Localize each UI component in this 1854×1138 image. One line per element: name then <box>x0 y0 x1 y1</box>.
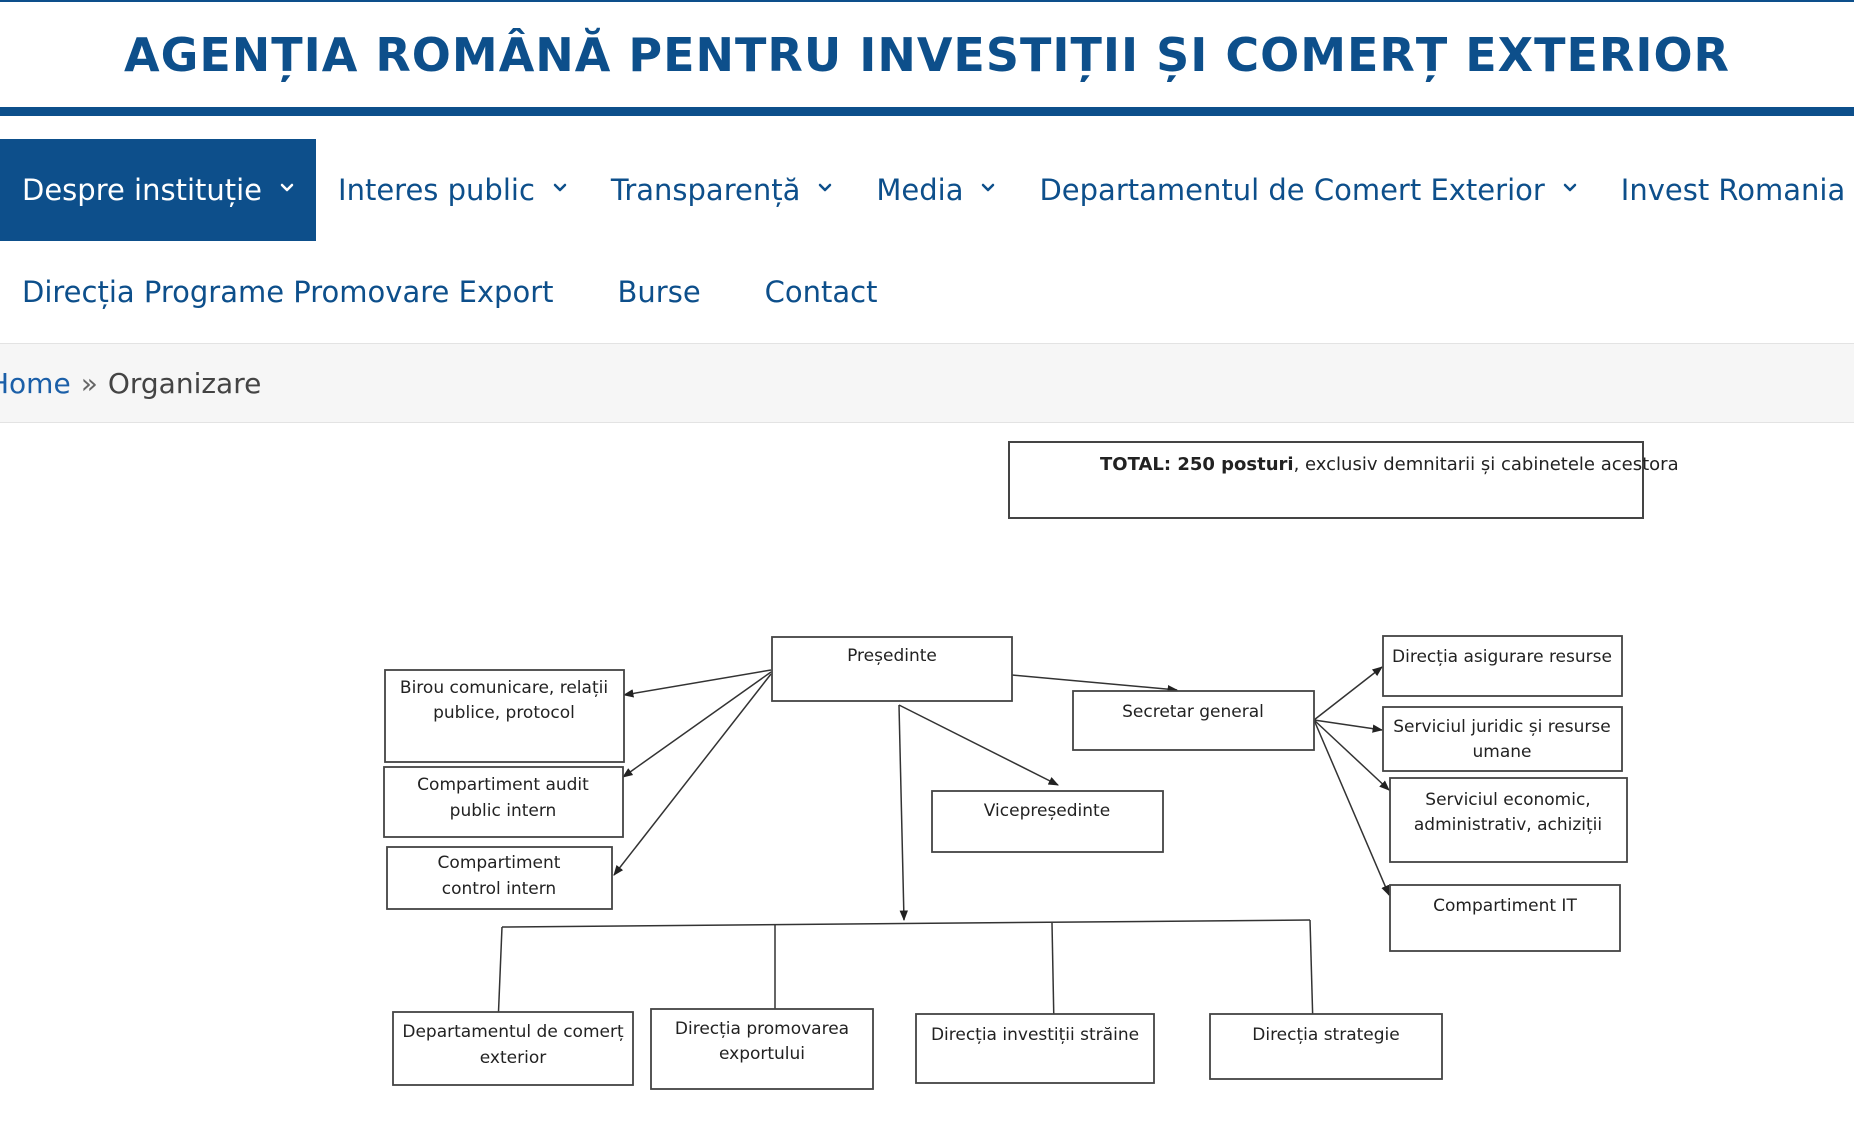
main-nav-row-2: Direcția Programe Promovare Export Burse… <box>0 241 900 343</box>
svg-text:TOTAL: 250 posturi, exclusiv d: TOTAL: 250 posturi, exclusiv demnitarii … <box>1100 454 1679 475</box>
nav-invest-romania-label: Invest Romania <box>1620 173 1846 207</box>
svg-text:umane: umane <box>1473 742 1532 762</box>
org-audit-box: Compartiment audit public intern <box>383 766 624 838</box>
chevron-down-icon <box>982 183 995 192</box>
svg-text:Vicepreședinte: Vicepreședinte <box>984 801 1110 821</box>
svg-text:Președinte: Președinte <box>847 646 937 666</box>
svg-text:exportului: exportului <box>719 1044 805 1064</box>
breadcrumb: Home » Organizare <box>0 343 1854 423</box>
svg-text:Compartiment audit: Compartiment audit <box>417 775 589 795</box>
nav-despre-institutie-label: Despre instituție <box>22 173 263 207</box>
nav-departamentul-comert-exterior-label: Departamentul de Comert Exterior <box>1039 173 1545 207</box>
svg-text:Direcția investiții străine: Direcția investiții străine <box>931 1025 1139 1045</box>
chevron-down-icon <box>819 183 832 192</box>
org-directia-strategie-box: Direcția strategie <box>1209 1013 1443 1080</box>
nav-transparenta[interactable]: Transparență <box>589 139 854 241</box>
org-compartiment-it-box: Compartiment IT <box>1389 884 1621 952</box>
nav-burse-label: Burse <box>617 275 701 309</box>
svg-text:Direcția asigurare resurse: Direcția asigurare resurse <box>1392 647 1612 667</box>
org-control-box: Compartiment control intern <box>386 846 613 910</box>
breadcrumb-home-link[interactable]: Home <box>0 366 71 400</box>
top-border <box>0 0 1854 2</box>
org-total-bold: TOTAL: 250 posturi <box>1100 454 1294 475</box>
org-directia-investitii-box: Direcția investiții străine <box>915 1013 1155 1084</box>
org-total-rest: , exclusiv demnitarii și cabinetele aces… <box>1294 454 1679 475</box>
svg-text:Birou comunicare, relații: Birou comunicare, relații <box>400 678 608 698</box>
title-rule <box>0 107 1854 116</box>
nav-media-label: Media <box>876 173 964 207</box>
svg-text:public intern: public intern <box>450 801 557 821</box>
svg-text:administrativ, achiziții: administrativ, achiziții <box>1414 815 1602 835</box>
svg-text:Compartiment IT: Compartiment IT <box>1433 896 1577 916</box>
nav-directia-programe-promovare-export[interactable]: Direcția Programe Promovare Export <box>0 241 576 343</box>
svg-text:Direcția promovarea: Direcția promovarea <box>675 1019 849 1039</box>
nav-burse[interactable]: Burse <box>576 241 743 343</box>
svg-text:Serviciul economic,: Serviciul economic, <box>1425 790 1590 810</box>
site-title[interactable]: AGENȚIA ROMÂNĂ PENTRU INVESTIȚII ȘI COME… <box>124 28 1730 82</box>
svg-text:exterior: exterior <box>480 1048 546 1068</box>
svg-text:Secretar general: Secretar general <box>1122 702 1264 722</box>
nav-despre-institutie[interactable]: Despre instituție <box>0 139 317 241</box>
svg-text:Departamentul de comerț: Departamentul de comerț <box>402 1022 624 1042</box>
svg-text:publice, protocol: publice, protocol <box>433 703 575 723</box>
nav-contact-label: Contact <box>764 275 878 309</box>
svg-text:Direcția strategie: Direcția strategie <box>1252 1025 1399 1045</box>
org-connectors <box>494 666 1390 1029</box>
nav-media[interactable]: Media <box>854 139 1017 241</box>
nav-departamentul-comert-exterior[interactable]: Departamentul de Comert Exterior <box>1017 139 1598 241</box>
nav-invest-romania[interactable]: Invest Romania <box>1599 139 1854 241</box>
svg-text:Serviciul juridic și resurse: Serviciul juridic și resurse <box>1393 717 1610 737</box>
org-birou-comunicare-box: Birou comunicare, relații publice, proto… <box>384 669 625 763</box>
org-serviciul-economic-box: Serviciul economic, administrativ, achiz… <box>1389 777 1628 863</box>
org-directia-resurse-box: Direcția asigurare resurse <box>1382 635 1623 697</box>
chevron-down-icon <box>553 183 567 192</box>
nav-directia-programe-label: Direcția Programe Promovare Export <box>22 275 554 309</box>
org-departament-comert-box: Departamentul de comerț exterior <box>392 1011 634 1086</box>
org-directia-promovare-box: Direcția promovarea exportului <box>650 1008 874 1090</box>
org-chart: TOTAL: 250 posturi, exclusiv demnitarii … <box>383 441 1679 1090</box>
org-secretar-general-box: Secretar general <box>1072 690 1315 751</box>
svg-text:Compartiment: Compartiment <box>438 853 561 873</box>
chevron-down-icon <box>280 183 294 192</box>
org-vicepresedinte-box: Vicepreședinte <box>931 790 1164 853</box>
svg-text:control intern: control intern <box>442 879 556 899</box>
nav-transparenta-label: Transparență <box>610 173 801 207</box>
main-nav-row-1: Despre instituție Interes public Transpa… <box>0 139 1854 241</box>
nav-contact[interactable]: Contact <box>743 241 900 343</box>
org-serviciul-juridic-box: Serviciul juridic și resurse umane <box>1382 706 1623 772</box>
breadcrumb-current: Organizare <box>107 366 262 400</box>
org-total-box: TOTAL: 250 posturi, exclusiv demnitarii … <box>1008 441 1679 519</box>
org-presedinte-box: Președinte <box>771 636 1013 702</box>
nav-interes-public-label: Interes public <box>338 173 535 207</box>
breadcrumb-separator: » <box>80 366 98 400</box>
nav-interes-public[interactable]: Interes public <box>316 139 589 241</box>
chevron-down-icon <box>1563 183 1577 192</box>
